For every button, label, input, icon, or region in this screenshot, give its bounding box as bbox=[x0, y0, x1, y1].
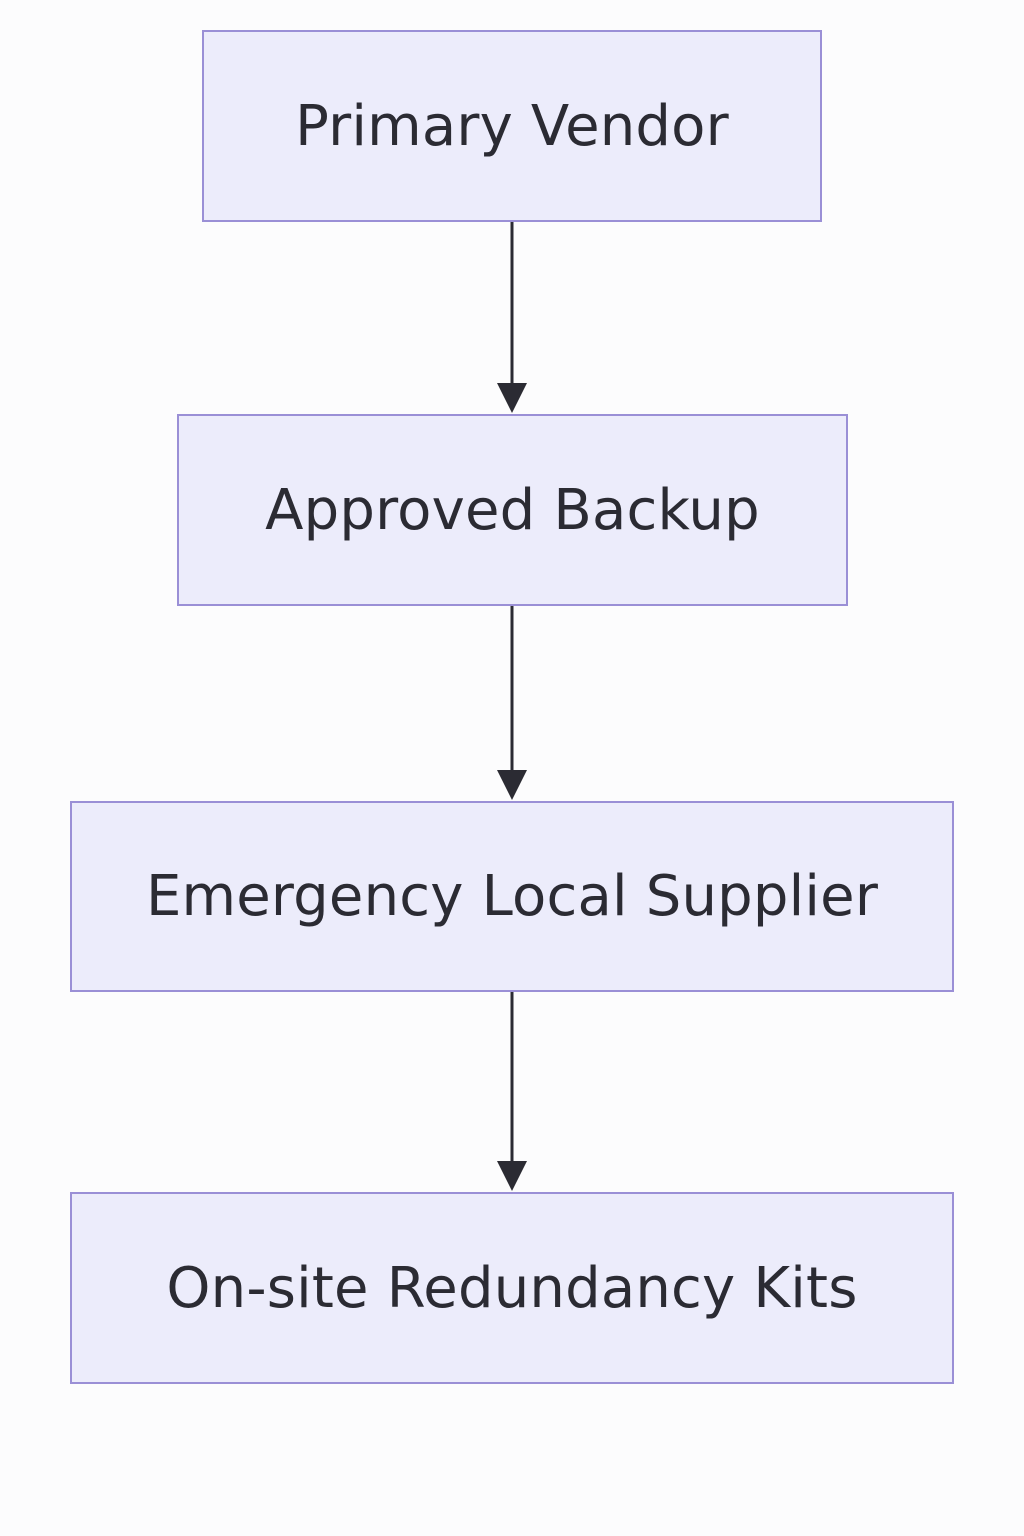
edge-backup-to-emergency bbox=[497, 606, 527, 800]
node-on-site-redundancy-kits: On-site Redundancy Kits bbox=[70, 1192, 954, 1384]
node-label: Approved Backup bbox=[265, 477, 760, 543]
node-label: Primary Vendor bbox=[295, 93, 729, 159]
node-approved-backup: Approved Backup bbox=[177, 414, 848, 606]
node-label: On-site Redundancy Kits bbox=[166, 1255, 858, 1321]
node-label: Emergency Local Supplier bbox=[145, 864, 879, 929]
edge-emergency-to-kits bbox=[497, 992, 527, 1191]
arrowhead-icon bbox=[497, 770, 527, 800]
edge-primary-to-backup bbox=[497, 222, 527, 413]
arrowhead-icon bbox=[497, 383, 527, 413]
node-primary-vendor: Primary Vendor bbox=[202, 30, 822, 222]
arrowhead-icon bbox=[497, 1161, 527, 1191]
node-emergency-local-supplier: Emergency Local Supplier bbox=[70, 801, 954, 992]
